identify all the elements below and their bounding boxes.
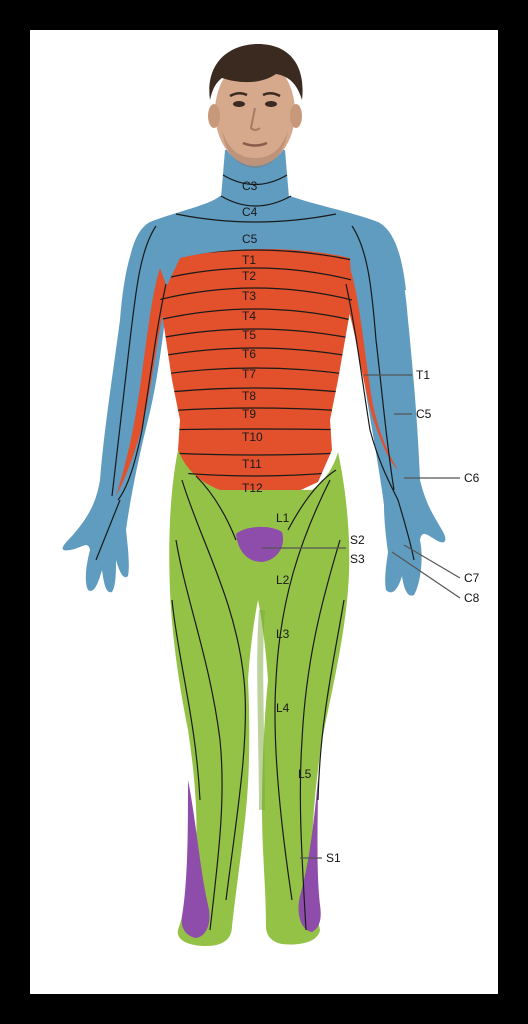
groin-s2-s3 [236, 526, 284, 562]
left-brow [229, 92, 248, 98]
label-c5: C5 [242, 232, 258, 246]
body-labels: C3 C4 C5 T1 T2 T3 T4 T5 T6 T7 T8 T9 T10 … [242, 179, 312, 781]
callout-s3: S3 [350, 552, 365, 566]
label-t7: T7 [242, 367, 256, 381]
label-t2: T2 [242, 269, 256, 283]
label-t3: T3 [242, 289, 256, 303]
callout-s2: S2 [350, 533, 365, 547]
left-eye [233, 101, 245, 107]
label-t12: T12 [242, 481, 263, 495]
label-t4: T4 [242, 309, 256, 323]
callout-c6: C6 [464, 471, 480, 485]
legs [169, 450, 350, 946]
lumbar-region [169, 450, 350, 946]
neck [220, 150, 290, 210]
label-t9: T9 [242, 407, 256, 421]
label-l1: L1 [276, 511, 290, 525]
thoracic-region [116, 249, 398, 496]
stubble [222, 130, 288, 168]
mouth [242, 141, 268, 147]
leg-shading [257, 609, 265, 811]
callout-leaders [262, 374, 461, 859]
callout-t1: T1 [416, 368, 430, 382]
label-l2: L2 [276, 573, 290, 587]
right-brow [262, 92, 281, 98]
label-t5: T5 [242, 328, 256, 342]
torso-thoracic [160, 249, 352, 495]
callout-s1: S1 [326, 851, 341, 865]
nose [249, 107, 261, 131]
label-t6: T6 [242, 347, 256, 361]
label-l3: L3 [276, 627, 290, 641]
label-t8: T8 [242, 389, 256, 403]
label-c4: C4 [242, 205, 258, 219]
left-arm-t1-strip [116, 268, 168, 496]
callout-c5: C5 [416, 407, 432, 421]
label-c3: C3 [242, 179, 258, 193]
label-l4: L4 [276, 701, 290, 715]
left-ear [208, 104, 220, 128]
right-arm-t1-strip [344, 268, 398, 470]
right-eye [265, 101, 277, 107]
label-t11: T11 [242, 457, 262, 471]
callout-labels: T1 C5 C6 S2 S3 C7 C8 S1 [326, 368, 480, 865]
callout-c8: C8 [464, 591, 480, 605]
right-ear [290, 104, 302, 128]
label-t1: T1 [242, 253, 256, 267]
left-arm [62, 222, 168, 593]
head [208, 44, 303, 168]
hair [209, 44, 303, 100]
left-foot-s1 [181, 780, 210, 938]
label-t10: T10 [242, 430, 263, 444]
label-l5: L5 [298, 767, 312, 781]
callout-c7: C7 [464, 571, 480, 585]
